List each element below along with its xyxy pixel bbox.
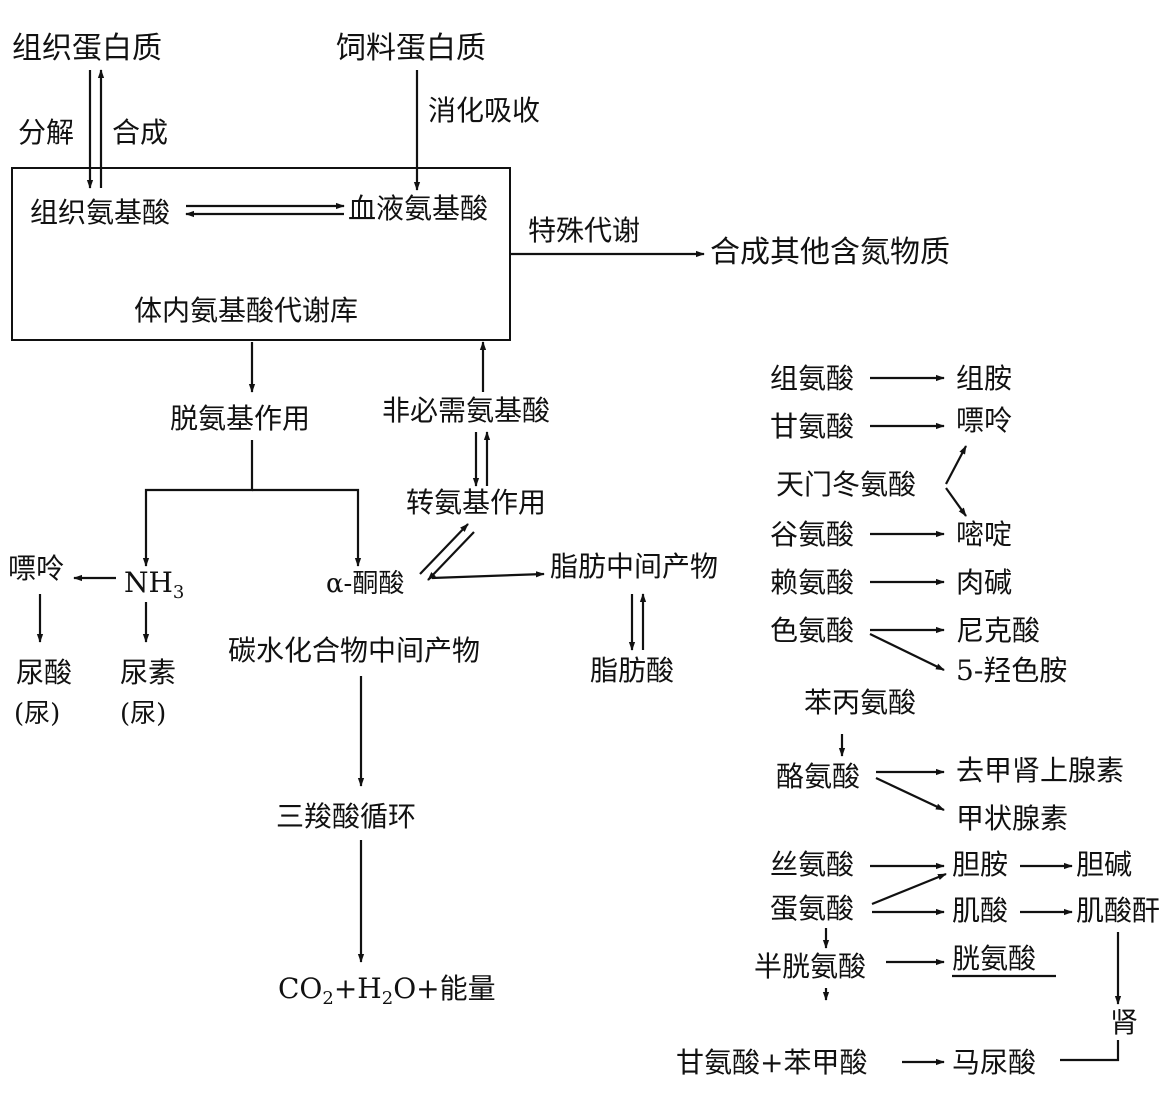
label-blood-aa: 血液氨基酸 — [348, 192, 488, 225]
label-pyrimidine: 嘧啶 — [956, 518, 1012, 551]
label-choline: 胆碱 — [1076, 848, 1132, 881]
arrow-keto-to-transamination — [419, 523, 469, 575]
label-urea-note: (尿) — [120, 699, 166, 729]
label-tissue-protein: 组织蛋白质 — [12, 31, 162, 66]
label-decompose: 分解 — [18, 116, 74, 149]
label-transamination: 转氨基作用 — [406, 486, 546, 519]
arrow-aspartate-purine — [945, 445, 967, 485]
label-glycine: 甘氨酸 — [770, 410, 854, 443]
label-histidine: 组氨酸 — [770, 362, 854, 395]
label-carnitine: 肉碱 — [956, 566, 1012, 599]
label-uric-acid: 尿酸 — [16, 656, 72, 689]
label-urea: 尿素 — [120, 656, 176, 689]
arrow-transamination-to-keto — [427, 531, 475, 581]
label-nonessential-aa: 非必需氨基酸 — [382, 394, 550, 427]
label-fat-intermediate: 脂肪中间产物 — [550, 550, 718, 583]
label-synthesize: 合成 — [112, 116, 168, 149]
label-norepinephrine: 去甲肾上腺素 — [956, 754, 1124, 787]
label-lysine: 赖氨酸 — [770, 566, 854, 599]
label-hippuric: 马尿酸 — [952, 1046, 1036, 1079]
label-tyrosine: 酪氨酸 — [776, 760, 860, 793]
label-ethanolamine: 胆胺 — [952, 848, 1008, 881]
label-fatty-acid: 脂肪酸 — [590, 654, 674, 687]
label-kidney: 肾 — [1110, 1006, 1138, 1039]
label-aa-pool: 体内氨基酸代谢库 — [134, 294, 358, 327]
arrow-tyrosine-thyroxine — [875, 777, 945, 811]
arrow-to-nh3 — [142, 440, 254, 567]
label-uric-acid-note: (尿) — [14, 699, 60, 729]
label-phenylalanine: 苯丙氨酸 — [804, 686, 916, 719]
label-tca-cycle: 三羧酸循环 — [276, 800, 416, 833]
label-digest-absorb: 消化吸收 — [428, 94, 540, 127]
label-glutamate: 谷氨酸 — [770, 518, 854, 551]
label-serine: 丝氨酸 — [770, 848, 854, 881]
label-creatine: 肌酸 — [952, 894, 1008, 927]
label-tissue-aa: 组织氨基酸 — [30, 196, 170, 229]
label-cystine: 胱氨酸 — [952, 942, 1036, 975]
arrow-aspartate-pyrimidine — [945, 487, 967, 517]
label-deamination: 脱氨基作用 — [170, 402, 310, 435]
arrow-tryptophan-serotonin — [869, 633, 945, 671]
label-keto-acid: α-酮酸 — [326, 569, 404, 599]
label-other-n-compounds: 合成其他含氮物质 — [710, 235, 950, 270]
label-cysteine: 半胱氨酸 — [754, 950, 866, 983]
label-purine: 嘌呤 — [956, 404, 1012, 437]
label-serotonin: 5-羟色胺 — [956, 654, 1067, 687]
label-carb-intermediate: 碳水化合物中间产物 — [228, 634, 480, 667]
label-gly-benzoic: 甘氨酸+苯甲酸 — [676, 1046, 867, 1079]
line-kidney-hippuric — [1060, 1040, 1120, 1062]
label-special-metabolism: 特殊代谢 — [528, 214, 640, 247]
label-final-products: CO2+H2O+能量 — [278, 972, 496, 1009]
label-aspartate: 天门冬氨酸 — [776, 468, 916, 501]
label-tryptophan: 色氨酸 — [770, 614, 854, 647]
label-histamine: 组胺 — [956, 362, 1012, 395]
label-niacin: 尼克酸 — [956, 614, 1040, 647]
label-methionine: 蛋氨酸 — [770, 892, 854, 925]
label-thyroxine: 甲状腺素 — [956, 802, 1068, 835]
label-nh3: NH3 — [124, 566, 184, 603]
label-purine-left: 嘌呤 — [8, 552, 64, 585]
arrow-keto-to-fat — [431, 571, 545, 580]
arrow-to-keto-acid — [252, 488, 362, 567]
label-creatinine: 肌酸酐 — [1076, 894, 1160, 927]
label-feed-protein: 饲料蛋白质 — [336, 31, 486, 66]
arrow-methionine-ethanolamine — [871, 872, 947, 906]
